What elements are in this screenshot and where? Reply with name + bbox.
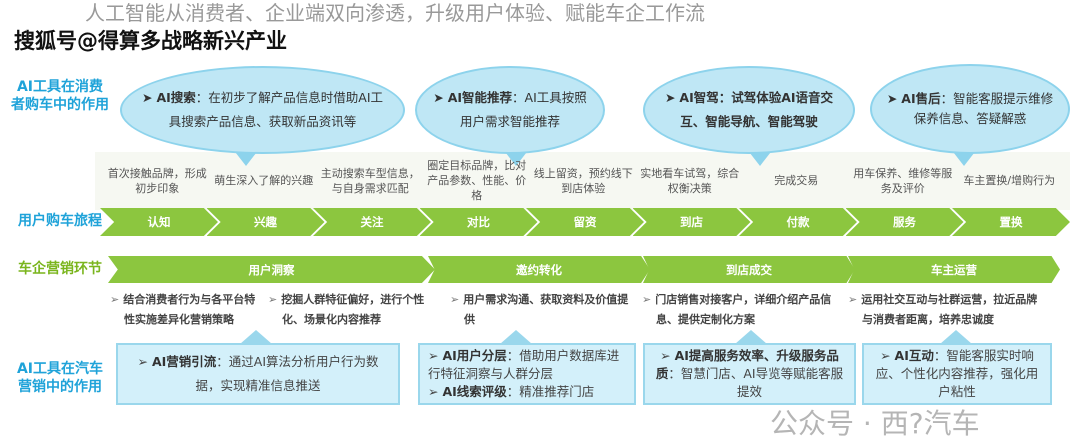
stage-description: 实地看车试驾，综合权衡决策 <box>640 166 740 195</box>
marketing-bullet: ➢运用社交互动与社群运营，拉近品牌与消费者距离，培养忠诚度 <box>848 293 1038 326</box>
bubble-text: ：智能客服提示维修保养信息、答疑解惑 <box>913 91 1054 126</box>
marketing-bullet: ➢门店销售对接客户，详细介绍产品信息、提供定制化方案 <box>642 293 832 326</box>
watermark-wechat: 公众号 · 西?汽车 <box>770 407 980 440</box>
label-marketing-ai: AI工具在汽车营销中的作用 <box>16 361 104 395</box>
stage-description: 完成交易 <box>774 174 819 187</box>
label-journey: 用户购车旅程 <box>18 213 102 229</box>
ai-box-marketing-traffic: ➢ AI营销引流：通过AI算法分析用户行为数据，实现精准信息推送 <box>116 343 400 405</box>
bubble-ai-aftersales: ➤ AI售后：智能客服提示维修保养信息、答疑解惑 <box>870 64 1070 154</box>
ai-box-service-efficiency: ➢ AI提高服务效率、升级服务品质：智慧门店、AI导览等赋能客服提效 <box>643 343 856 405</box>
bubble-text: ：在初步了解产品信息时借助AI工具搜索产品信息、获取新品资讯等 <box>168 90 384 129</box>
marketing-stage: 车主运营 <box>848 256 1060 283</box>
stage-description: 圈定目标品牌，比对产品参数、性能、价格 <box>427 159 527 202</box>
journey-stage-4: 留资 <box>526 208 644 236</box>
journey-stage-5: 到店 <box>632 208 751 236</box>
stage-description: 首次接触品牌，形成初步印象 <box>107 166 207 195</box>
box-pointer <box>500 330 532 344</box>
bubble-head: AI智驾 <box>679 90 719 105</box>
journey-stage-0: 认知 <box>100 208 218 236</box>
journey-stage-7: 服务 <box>845 208 964 236</box>
bubble-text: ：AI工具按照用户需求智能推荐 <box>459 90 587 129</box>
bubble-ai-recommend: ➤ AI智能推荐：AI工具按照用户需求智能推荐 <box>415 66 605 154</box>
box-pointer <box>735 330 767 344</box>
watermark-source: 搜狐号@得算多战略新兴产业 <box>14 29 287 53</box>
stage-description: 主动搜索车型信息，与自身需求匹配 <box>320 166 420 195</box>
bubble-head: AI售后 <box>901 91 941 106</box>
marketing-stage: 用户洞察 <box>108 256 435 283</box>
marketing-bullet: ➢挖掘人群特征偏好，进行个性化、场景化内容推荐 <box>268 293 425 326</box>
stage-description: 萌生深入了解的兴趣 <box>214 174 314 187</box>
stage-description: 线上留资，预约线下到店体验 <box>533 166 633 195</box>
label-marketing: 车企营销环节 <box>18 261 102 277</box>
box-pointer <box>940 330 972 344</box>
bubble-head: AI智能推荐 <box>447 90 513 105</box>
label-consumer-ai: AI工具在消费者购车中的作用 <box>11 79 109 113</box>
journey-stage-1: 兴趣 <box>206 208 325 236</box>
stage-description: 用车保养、维修等服务及评价 <box>853 166 953 195</box>
stage-description: 车主置换/增购行为 <box>963 174 1056 187</box>
journey-stage-2: 关注 <box>313 208 431 236</box>
journey-stage-3: 对比 <box>419 208 538 236</box>
bubble-ai-search: ➤ AI搜索：在初步了解产品信息时借助AI工具搜索产品信息、获取新品资讯等 <box>120 66 405 154</box>
bubble-ai-drive: ➤ AI智驾：试驾体验AI语音交互、智能导航、智能驾驶 <box>643 66 855 154</box>
marketing-stage: 到店成交 <box>643 256 855 283</box>
page-title: 人工智能从消费者、企业端双向渗透，升级用户体验、赋能车企工作流 <box>85 1 705 25</box>
journey-stage-6: 付款 <box>739 208 857 236</box>
bubble-head: AI搜索 <box>156 90 196 105</box>
bubble-text: ：试驾体验AI语音交互、智能导航、智能驾驶 <box>680 90 834 129</box>
box-pointer <box>240 330 272 344</box>
ai-box-user-segmentation: ➢ AI用户分层：借助用户数据库进行特征洞察与人群分层➢ AI线索评级：精准推荐… <box>418 343 636 405</box>
marketing-bullet: ➢结合消费者行为与各平台特性实施差异化营销策略 <box>110 293 256 326</box>
ai-box-interaction: ➢ AI互动：智能客服实时响应、个性化内容推荐，强化用户粘性 <box>862 343 1052 405</box>
journey-stage-8: 置换 <box>952 208 1070 236</box>
marketing-bullet: ➢用户需求沟通、获取资料及价值提供 <box>450 293 629 326</box>
marketing-stage: 邀约转化 <box>428 256 650 283</box>
